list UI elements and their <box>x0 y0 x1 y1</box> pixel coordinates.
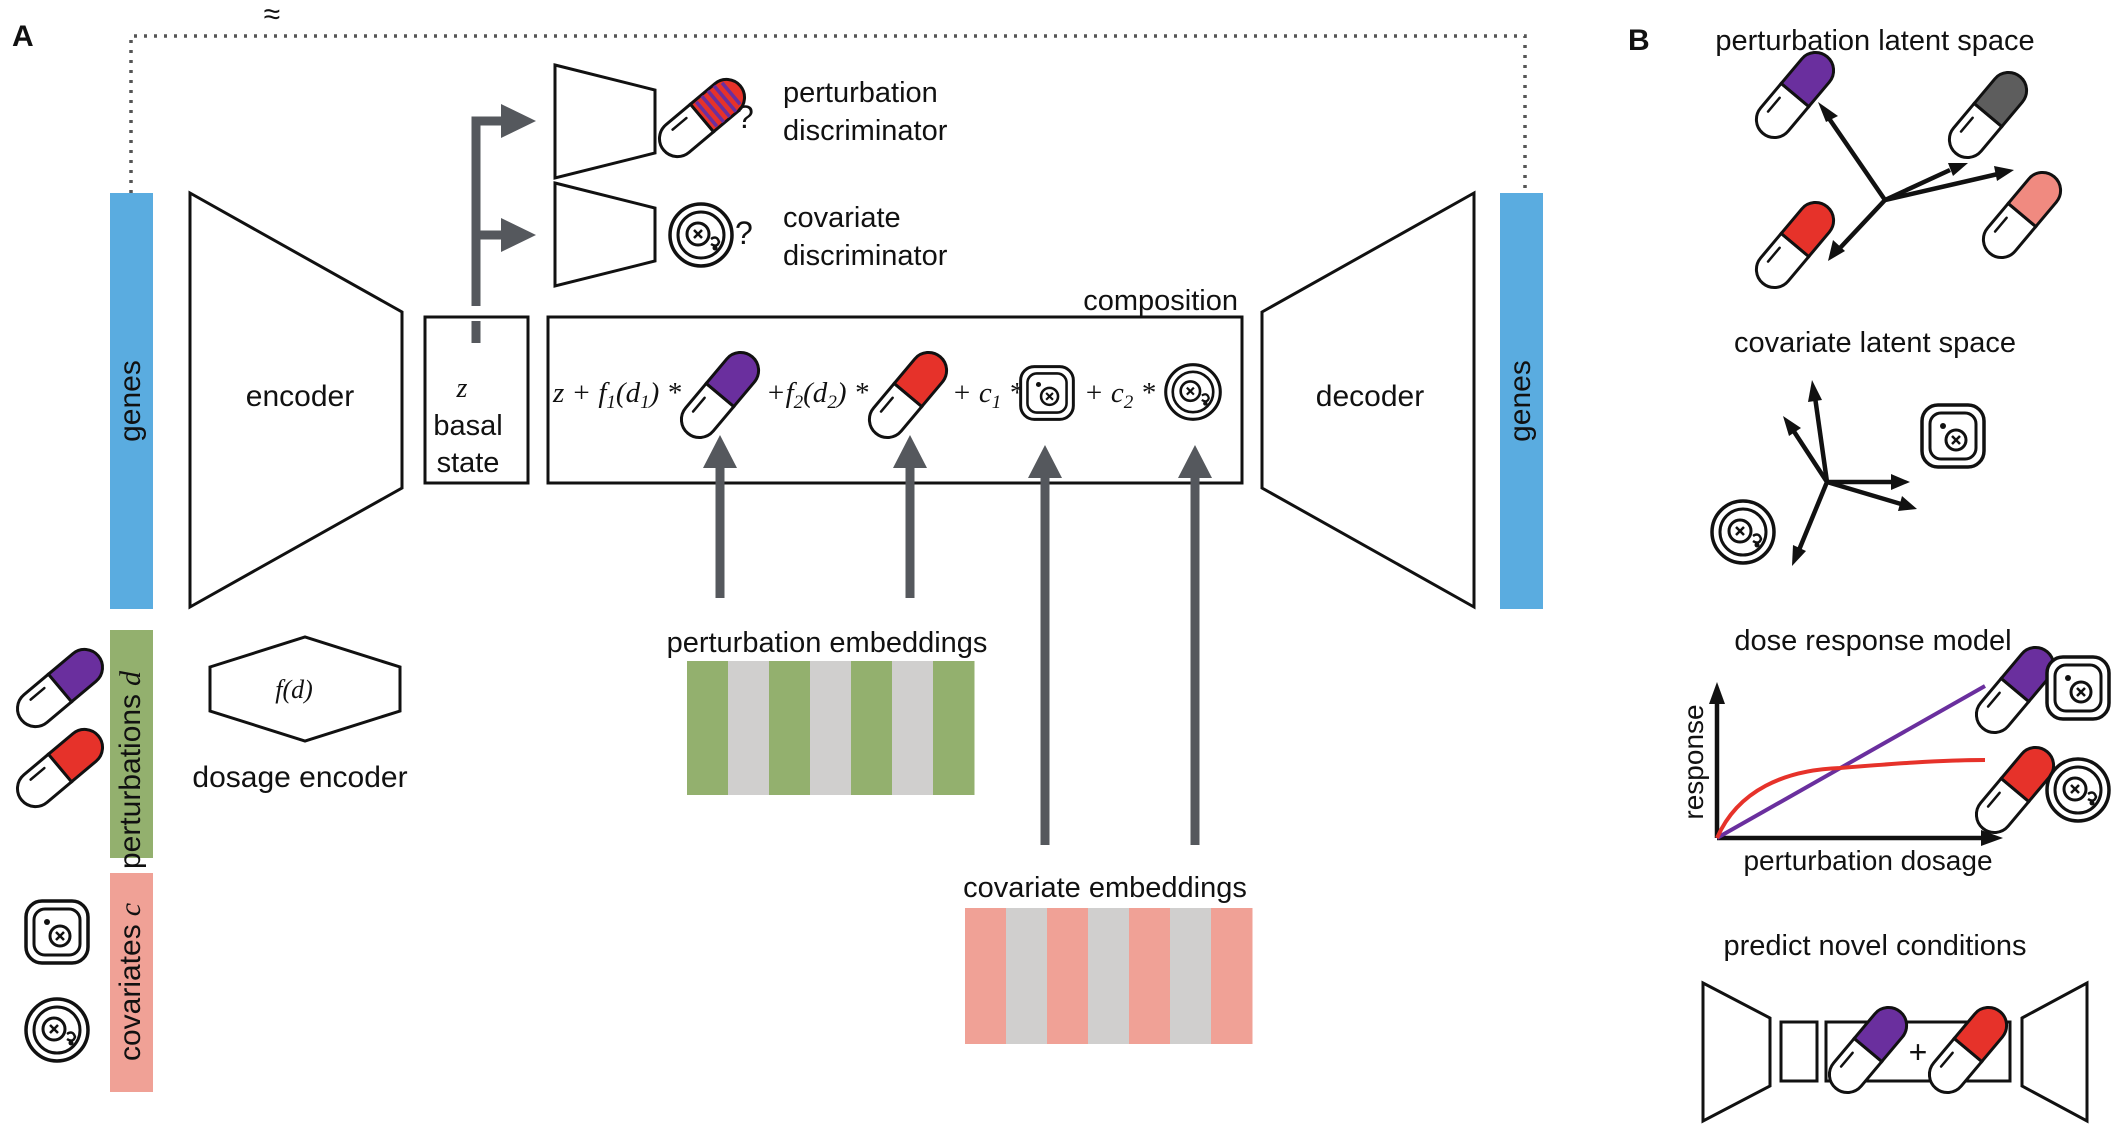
cell-square-composition-icon <box>1019 365 1075 421</box>
decoder-label: decoder <box>1316 380 1424 413</box>
predict-title: predict novel conditions <box>1723 930 2026 962</box>
svg-text:covariatesc: covariates c <box>114 903 147 1061</box>
dosage-encoder-inside: f(d) <box>275 675 313 704</box>
pill-gray-latent-icon <box>1940 63 2036 167</box>
perturbation-discriminator-line1: perturbation <box>783 77 938 109</box>
dose-curve-red <box>1715 758 1986 839</box>
decoder-block <box>1260 190 1476 610</box>
cov-latent-vectors <box>1783 380 1917 566</box>
basal-state-box <box>423 315 530 485</box>
pill-purple-icon <box>8 640 112 736</box>
panel-label-b: B <box>1628 24 1650 57</box>
svg-text:perturbationsd: perturbations d <box>114 670 147 869</box>
predict-plus: + <box>1909 1034 1928 1070</box>
dose-title: dose response model <box>1734 625 2011 657</box>
cell-round-dose-icon <box>2045 757 2111 823</box>
perturbation-embedding-stripe <box>769 661 811 795</box>
perturbation-embedding-stripe <box>687 661 729 795</box>
genes-output-bar: genes <box>1500 193 1543 609</box>
covariate-embedding-stripe <box>965 908 1007 1044</box>
covariate-embedding-stripe <box>1006 908 1048 1044</box>
perturbation-embedding-stripe <box>892 661 934 795</box>
perturbation-discriminator-line2: discriminator <box>783 115 948 147</box>
encoder-block <box>188 190 404 610</box>
discriminator-arrows <box>471 104 536 343</box>
cell-square-dose-icon <box>2045 655 2111 721</box>
pill-lightred-latent-icon <box>1974 163 2070 267</box>
perturbation-embeddings-grid <box>687 661 975 795</box>
composition-term-c1: + c1 * <box>952 377 1023 413</box>
covariate-embedding-stripe <box>1047 908 1089 1044</box>
pill-purple-latent-icon <box>1747 43 1843 147</box>
covariate-embedding-stripe <box>1129 908 1171 1044</box>
perturbations-label: perturbations <box>114 694 147 869</box>
composition-term-c2: + c2 * <box>1084 377 1155 413</box>
dose-axes <box>1709 682 2003 846</box>
dosage-encoder-block <box>208 635 402 743</box>
genes-input-bar: genes <box>110 193 153 609</box>
approx-symbol: ≈ <box>264 0 280 31</box>
composition-term-z: z + f1(d1) * <box>552 377 682 413</box>
covariate-embedding-stripe <box>1211 908 1253 1044</box>
pill-red-icon <box>8 720 112 816</box>
composition-term-f2: +f2(d2) * <box>766 377 869 413</box>
perturbations-var: d <box>114 670 147 686</box>
cell-square-latent-icon <box>1920 403 1986 469</box>
dosage-encoder-label: dosage encoder <box>192 761 407 794</box>
covariate-discriminator-block <box>553 181 657 288</box>
covariates-input-bar: covariates c <box>110 873 153 1092</box>
genes-input-label: genes <box>114 360 147 442</box>
genes-output-label: genes <box>1504 360 1537 442</box>
basal-line2: state <box>437 447 500 479</box>
basal-z: z <box>456 373 468 404</box>
covariates-label: covariates <box>114 924 147 1061</box>
pert-space-title: perturbation latent space <box>1715 25 2034 57</box>
pert-latent-vectors <box>1818 102 2014 261</box>
pill-red-latent-icon <box>1747 193 1843 297</box>
covariate-embeddings-label: covariate embeddings <box>963 872 1247 904</box>
perturbation-embedding-stripe <box>810 661 852 795</box>
covariate-embedding-stripe <box>1170 908 1212 1044</box>
mini-model <box>1701 980 2089 1124</box>
perturbation-discriminator-block <box>553 63 657 180</box>
panel-label-a: A <box>12 20 34 53</box>
perturbation-embedding-stripe <box>933 661 975 795</box>
embedding-arrows <box>703 435 1212 845</box>
covariate-discriminator-line1: covariate <box>783 202 901 234</box>
cov-space-title: covariate latent space <box>1734 327 2016 359</box>
perturbation-embedding-stripe <box>728 661 770 795</box>
cell-round-latent-icon <box>1710 499 1776 565</box>
encoder-label: encoder <box>246 380 354 413</box>
composition-title: composition <box>1083 285 1238 317</box>
perturbation-discriminator-q: ? <box>736 99 754 135</box>
covariate-discriminator-line2: discriminator <box>783 240 948 272</box>
dose-curve-purple <box>1716 684 1986 840</box>
dose-ylabel: response <box>1678 704 1709 819</box>
perturbations-input-bar: perturbations d <box>110 630 153 869</box>
cell-round-icon <box>24 997 90 1063</box>
covariate-embeddings-grid <box>965 908 1253 1044</box>
cell-round-composition-icon <box>1164 363 1222 421</box>
cell-square-icon <box>24 899 90 965</box>
dose-xlabel: perturbation dosage <box>1743 845 1992 876</box>
basal-line1: basal <box>433 410 502 442</box>
covariate-embedding-stripe <box>1088 908 1130 1044</box>
covariate-discriminator-q: ? <box>735 215 753 251</box>
perturbation-embeddings-label: perturbation embeddings <box>667 627 988 659</box>
covariates-var: c <box>114 903 147 916</box>
cell-round-discriminator-icon <box>668 202 734 268</box>
perturbation-embedding-stripe <box>851 661 893 795</box>
